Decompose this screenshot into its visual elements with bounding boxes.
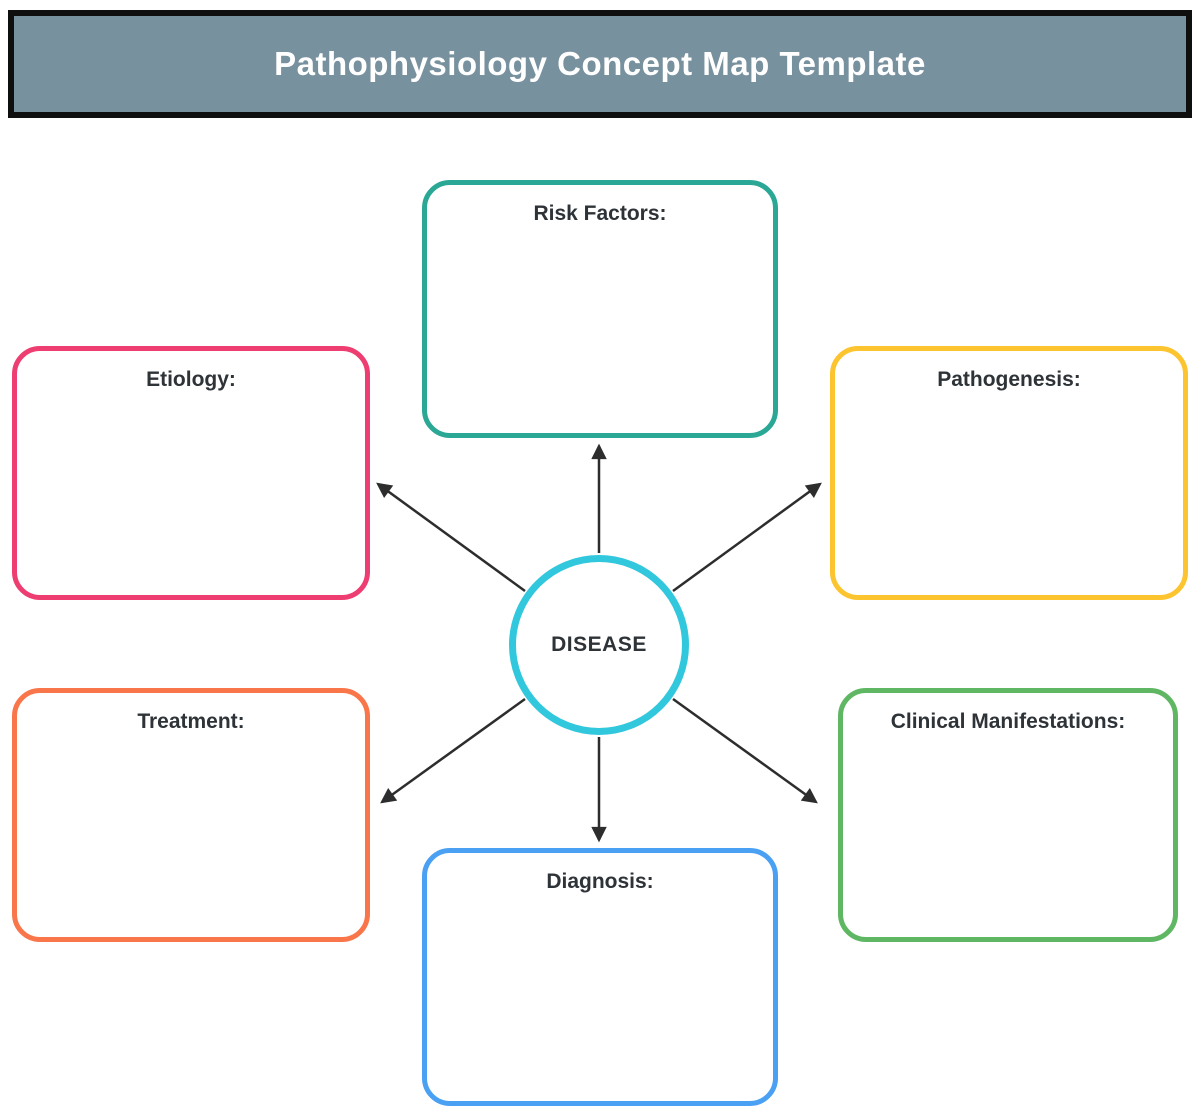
concept-box-pathogenesis: Pathogenesis: — [830, 346, 1188, 600]
box-label-diagnosis: Diagnosis: — [546, 870, 654, 893]
page-title: Pathophysiology Concept Map Template — [274, 45, 926, 82]
concept-box-diagnosis: Diagnosis: — [422, 848, 778, 1106]
box-label-risk-factors: Risk Factors: — [533, 202, 667, 225]
concept-box-clinical-manifestations: Clinical Manifestations: — [838, 688, 1178, 942]
box-label-clinical-manifestations: Clinical Manifestations: — [890, 710, 1126, 733]
box-label-treatment: Treatment: — [137, 710, 245, 733]
disease-label: DISEASE — [551, 633, 647, 656]
concept-box-risk-factors: Risk Factors: — [422, 180, 778, 438]
concept-box-etiology: Etiology: — [12, 346, 370, 600]
arrow-center-to-treatment — [380, 697, 526, 804]
box-label-pathogenesis: Pathogenesis: — [937, 368, 1081, 391]
title-banner: Pathophysiology Concept Map Template — [8, 10, 1192, 118]
concept-box-treatment: Treatment: — [12, 688, 370, 942]
arrow-center-to-pathogenesis — [672, 482, 822, 593]
disease-circle: DISEASE — [509, 555, 689, 735]
arrow-center-to-clinical-manifestations — [672, 697, 818, 804]
box-label-etiology: Etiology: — [146, 368, 236, 391]
arrow-center-to-etiology — [376, 482, 526, 593]
